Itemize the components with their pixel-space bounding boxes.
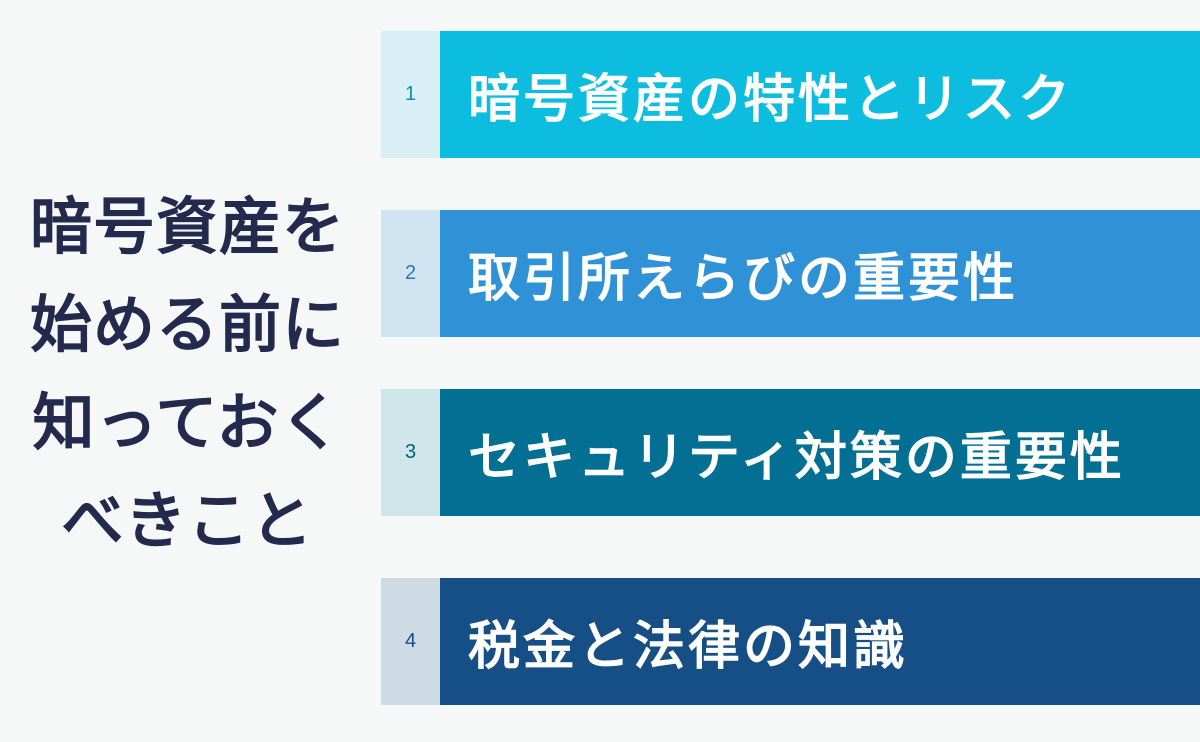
item-label: 税金と法律の知識 <box>468 617 909 677</box>
item-number-tab: 2 <box>381 210 440 337</box>
item-number: 3 <box>404 441 417 463</box>
item-number: 2 <box>404 262 417 284</box>
item-label-bar: 暗号資産の特性とリスク <box>440 31 1200 158</box>
heading-line: 知っておく <box>32 386 343 459</box>
item-number-tab: 1 <box>381 31 440 158</box>
item-number: 4 <box>404 630 417 652</box>
list-item-3: 3 セキュリティ対策の重要性 <box>381 389 1200 516</box>
item-label-bar: 取引所えらびの重要性 <box>440 210 1200 337</box>
item-label: 取引所えらびの重要性 <box>468 249 1019 309</box>
heading-line: 暗号資産を <box>29 190 345 263</box>
item-label: セキュリティ対策の重要性 <box>468 428 1125 488</box>
item-label-bar: セキュリティ対策の重要性 <box>440 389 1200 516</box>
item-number-tab: 3 <box>381 389 440 516</box>
main-heading: 暗号資産を 始める前に 知っておく べきこと <box>10 178 365 570</box>
heading-line: 始める前に <box>29 288 345 361</box>
list-item-4: 4 税金と法律の知識 <box>381 578 1200 705</box>
heading-line: べきこと <box>61 484 314 557</box>
list-item-1: 1 暗号資産の特性とリスク <box>381 31 1200 158</box>
item-label: 暗号資産の特性とリスク <box>468 70 1074 130</box>
item-label-bar: 税金と法律の知識 <box>440 578 1200 705</box>
item-number-tab: 4 <box>381 578 440 705</box>
item-number: 1 <box>404 83 417 105</box>
list-item-2: 2 取引所えらびの重要性 <box>381 210 1200 337</box>
